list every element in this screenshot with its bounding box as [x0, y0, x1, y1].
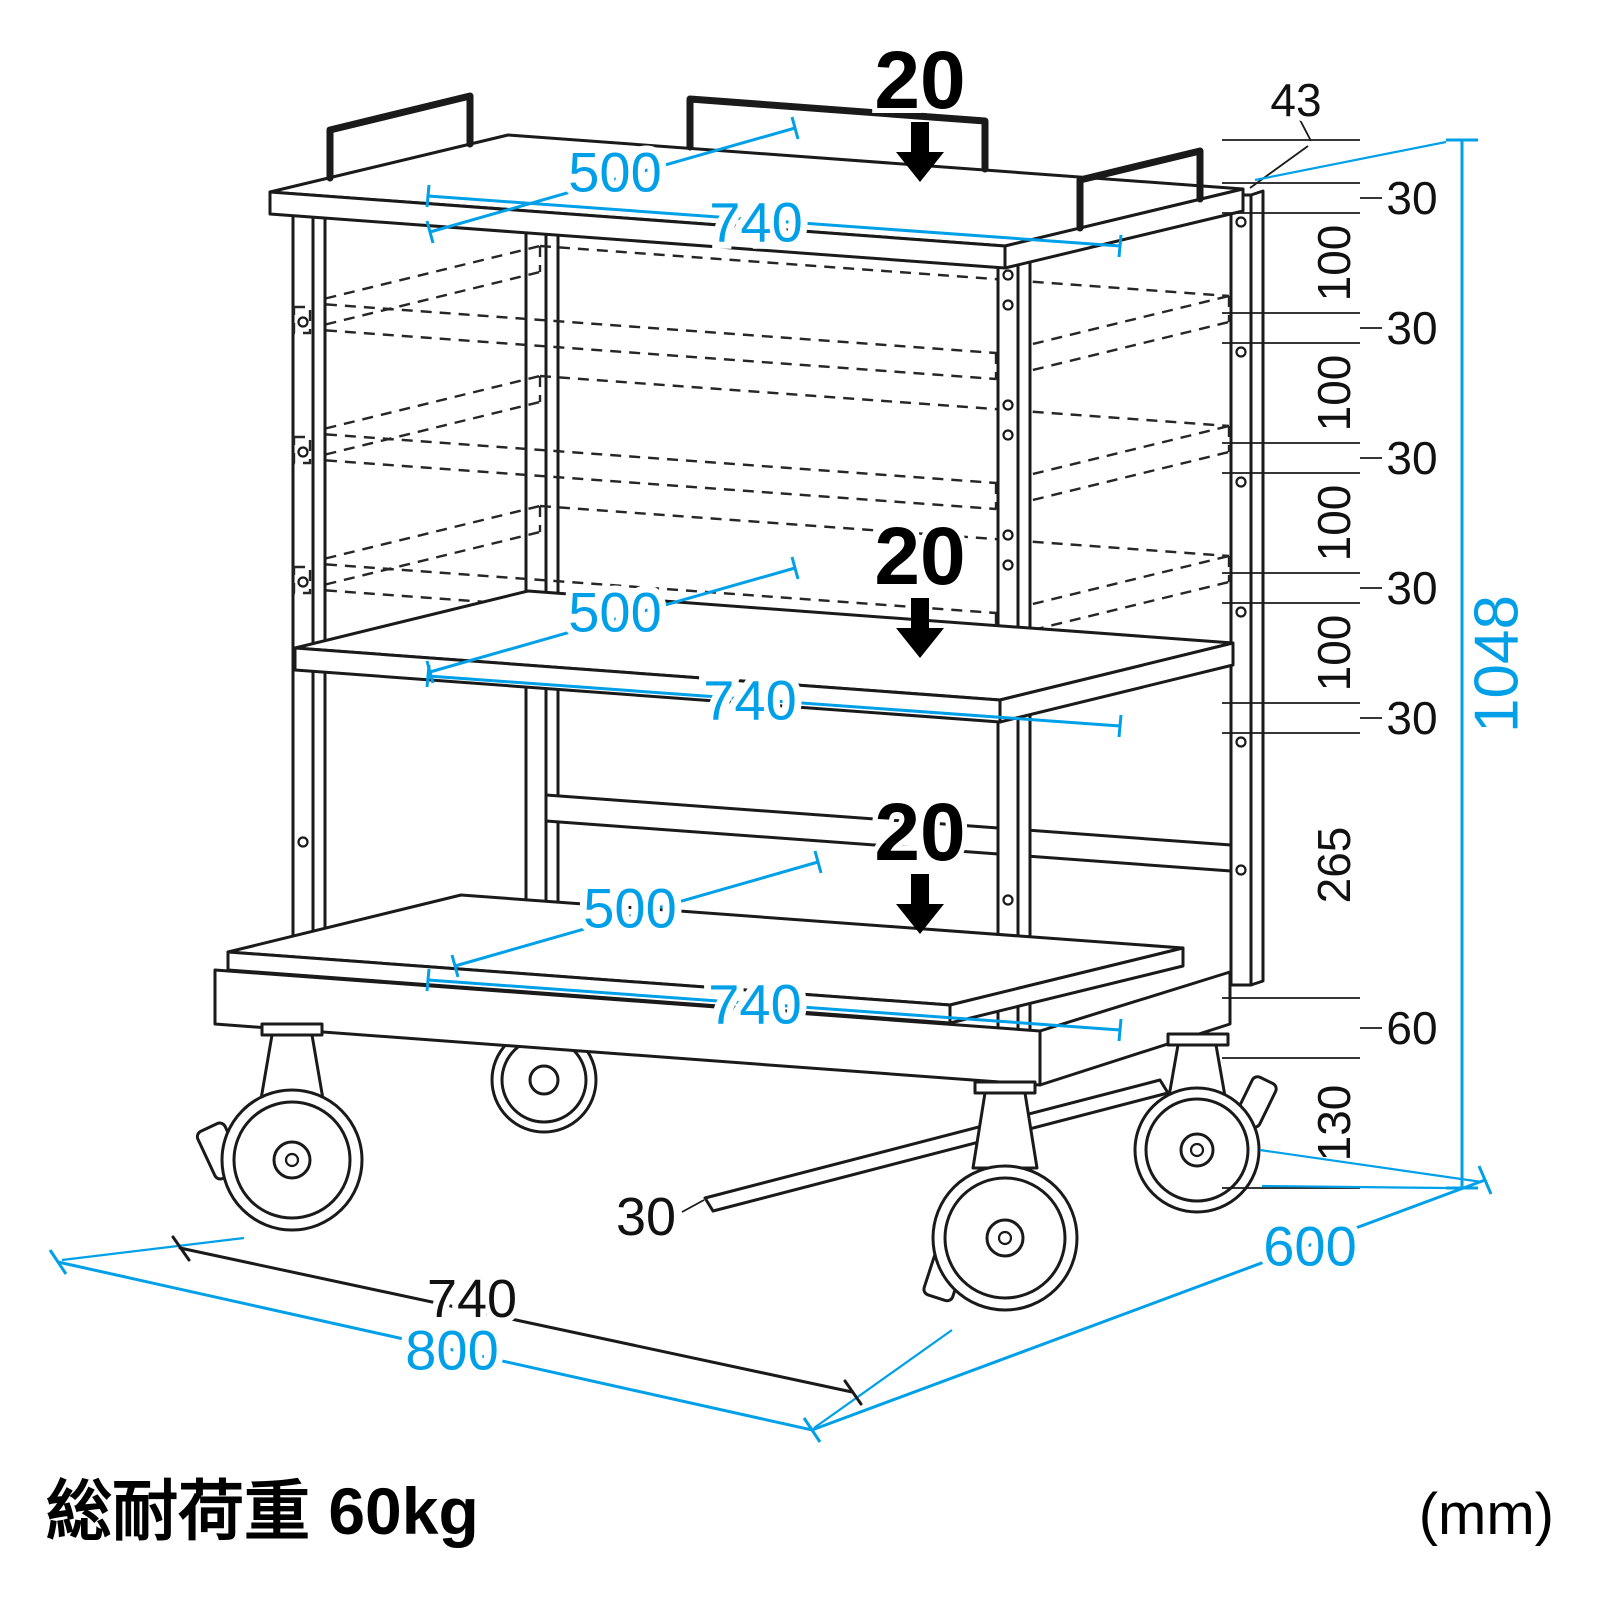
dim-right-30-4: 30 [1386, 562, 1437, 614]
load-capacity-label: 総耐荷重 60kg [46, 1474, 479, 1548]
hidden-shelf-positions [305, 244, 1231, 641]
dim-middle-shelf-width: 740 [703, 669, 796, 732]
dim-right-30-1: 30 [1386, 172, 1437, 224]
dim-right-100-3: 100 [1308, 485, 1360, 562]
caster-back-right [1133, 1032, 1278, 1214]
down-arrow-icon [896, 122, 944, 182]
drop-annotations: 20 20 20 [869, 30, 971, 934]
dim-middle-shelf-depth: 500 [568, 581, 661, 644]
dim-top-shelf-width: 740 [709, 191, 802, 254]
overall-height-dimension: 1048 [1254, 138, 1539, 1190]
guard-rail-back [686, 95, 989, 173]
dim-base-depth: 600 [1263, 1215, 1356, 1278]
dim-bottom-shelf-depth: 500 [583, 877, 676, 940]
dim-overall-height: 1048 [1463, 595, 1532, 733]
guard-rail-left [326, 92, 474, 182]
dim-right-100-1: 100 [1308, 225, 1360, 302]
caster-front-left [195, 1022, 364, 1232]
guard-rail-right [1076, 147, 1204, 232]
dim-right-30-5: 30 [1386, 692, 1437, 744]
down-arrow-icon [896, 598, 944, 658]
dim-right-43: 43 [1270, 74, 1321, 126]
caster-front-right [922, 1080, 1079, 1312]
dim-top-shelf-depth: 500 [568, 141, 661, 204]
drop-top-label: 20 [874, 35, 965, 126]
dim-base-width-outer: 800 [405, 1319, 498, 1382]
dim-right-30-3: 30 [1386, 432, 1437, 484]
dim-right-30-2: 30 [1386, 302, 1437, 354]
drop-bottom-label: 20 [874, 787, 965, 878]
dim-right-130: 130 [1308, 1085, 1360, 1162]
unit-label: (mm) [1419, 1482, 1554, 1547]
shelf-bracket-marks [292, 305, 312, 595]
dim-right-265: 265 [1308, 827, 1360, 904]
post-back-right [1229, 189, 1265, 987]
top-shelf-guard-rails [326, 92, 1204, 232]
footprint-dimensions: 800 600 740 30 [48, 1148, 1493, 1443]
rear-bottom-bar [703, 1078, 1170, 1213]
shelf-dimensions: 500 740 500 740 500 740 [425, 116, 1123, 1043]
dim-right-60: 60 [1386, 1002, 1437, 1054]
dim-right-100-4: 100 [1308, 615, 1360, 692]
drop-middle-label: 20 [874, 511, 965, 602]
dim-frame-thickness: 30 [616, 1187, 676, 1247]
top-shelf [268, 133, 1245, 270]
footer: 総耐荷重 60kg (mm) [46, 1474, 1554, 1548]
post-holes [297, 216, 1247, 906]
dim-bottom-shelf-width: 740 [708, 973, 801, 1036]
dim-base-width: 740 [427, 1269, 517, 1329]
dim-right-100-2: 100 [1308, 355, 1360, 432]
right-dimension-chain: 43 30 100 30 100 30 100 30 100 30 265 60… [1222, 68, 1444, 1189]
down-arrow-icon [896, 874, 944, 934]
